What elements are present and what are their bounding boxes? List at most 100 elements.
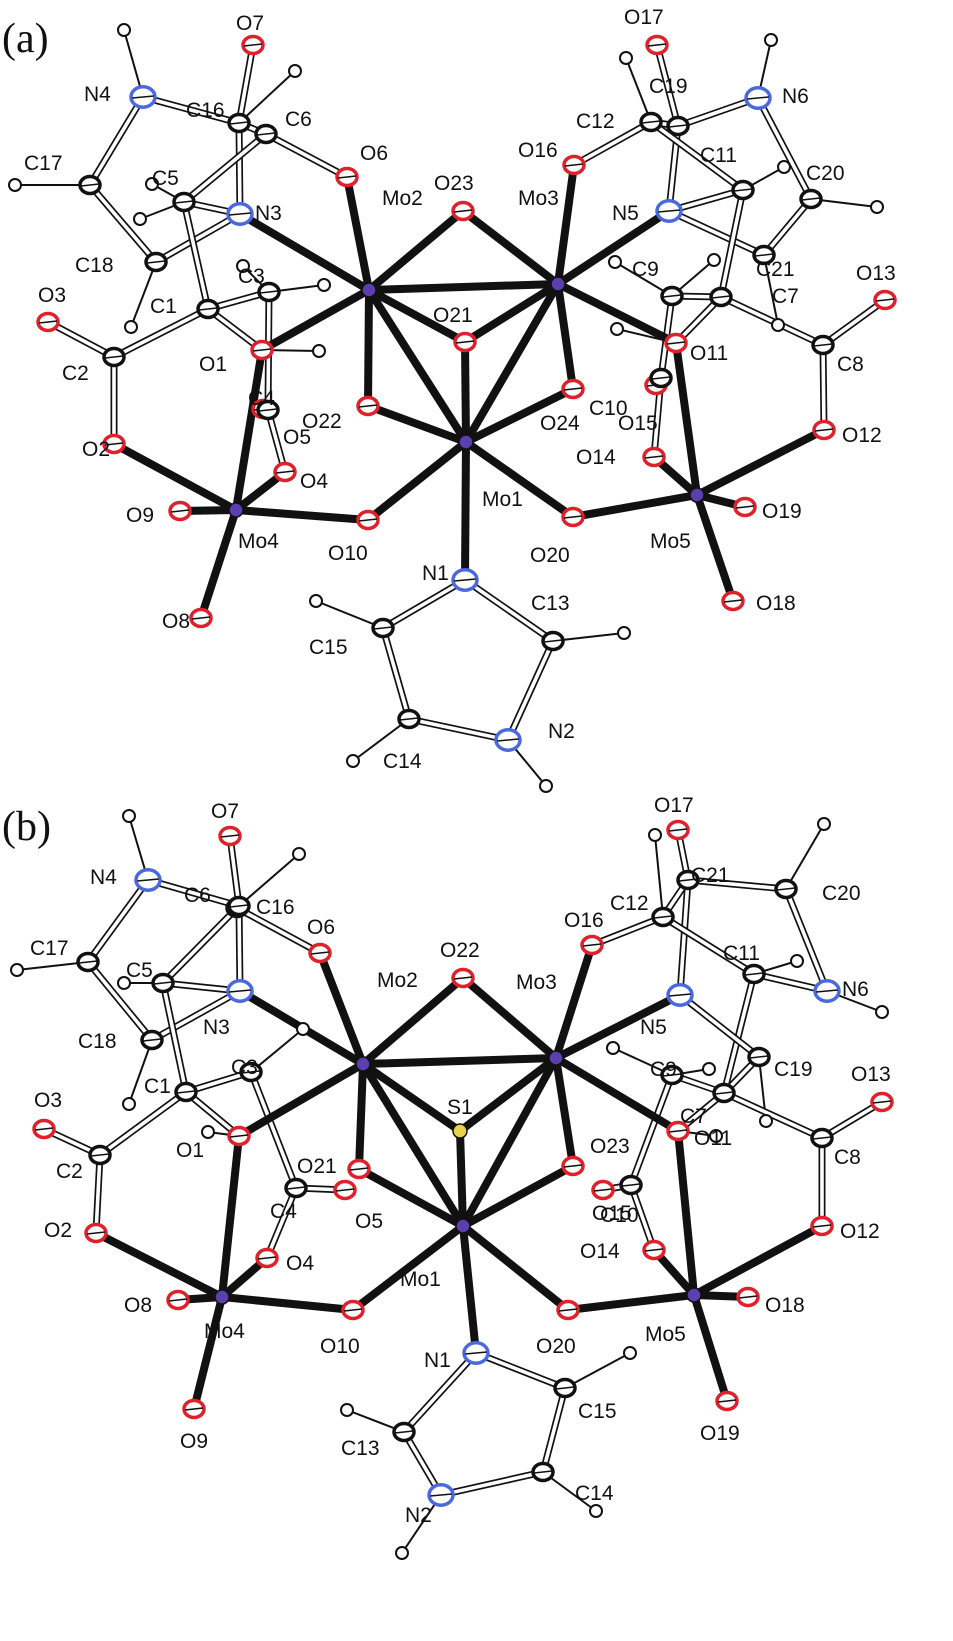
panel-b-atom-c10 bbox=[619, 1174, 643, 1196]
panel-a-bond-c7-c8 bbox=[717, 293, 827, 349]
panel-a-hydrogen-atom bbox=[870, 200, 884, 214]
panel-a-atom-c2 bbox=[102, 346, 126, 368]
panel-b-label-n3: N3 bbox=[203, 1016, 230, 1039]
panel-b-label-c21: C21 bbox=[691, 864, 730, 887]
panel-b-atom-o3 bbox=[32, 1118, 56, 1140]
panel-b-atom-c12 bbox=[651, 906, 675, 928]
panel-a-bond-mo2-o23 bbox=[365, 207, 467, 294]
panel-a-label-c21: C21 bbox=[756, 258, 795, 281]
panel-b-hydrogen-atom bbox=[875, 1005, 889, 1019]
panel-a-label-c18: C18 bbox=[75, 254, 114, 277]
panel-a-atom-c15 bbox=[371, 617, 395, 639]
panel-b-atom-c5 bbox=[151, 972, 175, 994]
panel-a-bond-c20-c21 bbox=[760, 195, 815, 259]
panel-a-hydrogen-atom bbox=[288, 64, 302, 78]
panel-b-h-bond-c17 bbox=[16, 961, 89, 971]
panel-b-label-n6: N6 bbox=[842, 978, 869, 1001]
panel-b-bond-c20-c21 bbox=[684, 876, 790, 893]
panel-a-label-o17: O17 bbox=[624, 6, 664, 29]
panel-b-atom-n4 bbox=[134, 868, 162, 892]
panel-a-bond-mo2-mo1 bbox=[365, 286, 470, 446]
panel-a-tag: (a) bbox=[2, 16, 49, 62]
panel-b-bond-mo2-s1 bbox=[359, 1060, 464, 1135]
panel-a-label-o1: O1 bbox=[199, 353, 227, 376]
panel-a-bond-c1-o1 bbox=[204, 305, 266, 354]
panel-b-atom-mo1 bbox=[455, 1218, 471, 1234]
panel-b-bond-c12-o16 bbox=[588, 913, 667, 949]
panel-a-label-o18: O18 bbox=[756, 592, 796, 615]
panel-a-bond-c16-o7 bbox=[235, 41, 257, 127]
panel-b-label-n1: N1 bbox=[424, 1349, 451, 1372]
panel-a-atom-o23 bbox=[451, 200, 475, 222]
panel-a-atom-c21 bbox=[752, 244, 776, 266]
panel-a-bond-mo5-o12 bbox=[693, 426, 828, 499]
panel-a-label-c20: C20 bbox=[806, 162, 845, 185]
panel-b-atom-o14 bbox=[642, 1239, 666, 1261]
panel-a-label-n6: N6 bbox=[782, 85, 809, 108]
panel-b-atom-c15 bbox=[553, 1377, 577, 1399]
panel-a-atom-c12 bbox=[639, 111, 663, 133]
panel-a-bond-c18-n3 bbox=[152, 210, 244, 266]
panel-b-bond-s1-mo1 bbox=[456, 1127, 467, 1230]
panel-a-label-mo4: Mo4 bbox=[238, 530, 279, 553]
panel-a-label-o4: O4 bbox=[300, 470, 328, 493]
panel-a-hydrogen-atom bbox=[317, 278, 331, 292]
panel-a-atom-o12 bbox=[812, 419, 836, 441]
panel-a-atom-mo5 bbox=[689, 487, 705, 503]
panel-b-label-mo1: Mo1 bbox=[400, 1268, 441, 1291]
panel-b-label-c17: C17 bbox=[30, 937, 69, 960]
panel-b-bond-c3-c4 bbox=[247, 1068, 300, 1192]
panel-b-atom-o7 bbox=[218, 825, 242, 847]
panel-a-h-bond-c16 bbox=[238, 70, 296, 124]
panel-b-bond-mo2-mo1 bbox=[359, 1060, 467, 1230]
panel-b-bond-mo4-o1 bbox=[218, 1132, 243, 1301]
panel-a-label-mo2: Mo2 bbox=[382, 187, 423, 210]
panel-b-bond-mo2-o6 bbox=[316, 949, 367, 1068]
panel-a-bond-o22-mo1 bbox=[364, 402, 470, 446]
panel-b-label-c5: C5 bbox=[126, 959, 153, 982]
panel-b-bond-c9-c10 bbox=[627, 1071, 676, 1189]
panel-b-label-c14: C14 bbox=[575, 1482, 614, 1505]
panel-b-label-o8: O8 bbox=[124, 1294, 152, 1317]
panel-a-atom-o18 bbox=[721, 590, 745, 612]
panel-b-atom-c9 bbox=[660, 1064, 684, 1086]
panel-b-atom-n5 bbox=[666, 983, 694, 1007]
panel-a-atom-o1 bbox=[250, 339, 274, 361]
panel-b-hydrogen-atom bbox=[201, 1125, 215, 1139]
panel-a-hydrogen-atom bbox=[764, 33, 778, 47]
panel-b-label-o22: O22 bbox=[440, 939, 480, 962]
panel-b-bond-mo3-mo1 bbox=[459, 1054, 560, 1230]
panel-a-label-o21: O21 bbox=[433, 304, 473, 327]
panel-a-label-c8: C8 bbox=[837, 353, 864, 376]
panel-a-bond-n4-c16 bbox=[139, 93, 243, 127]
panel-b-bond-n4-c17 bbox=[84, 876, 152, 966]
panel-a-label-c5: C5 bbox=[152, 167, 179, 190]
panel-a-bond-mo1-o20 bbox=[462, 438, 577, 521]
panel-b-bond-c14-c15 bbox=[539, 1384, 569, 1476]
panel-a-label-c14: C14 bbox=[383, 750, 422, 773]
panel-a-h-bond-c14 bbox=[352, 718, 410, 762]
panel-a-label-o23: O23 bbox=[434, 172, 474, 195]
panel-a-label-o9: O9 bbox=[126, 504, 154, 527]
panel-a-label-c3: C3 bbox=[238, 265, 265, 288]
panel-a-atom-o3 bbox=[36, 311, 60, 333]
panel-b-bond-mo5-o11 bbox=[674, 1127, 698, 1299]
panel-a-bond-mo3-o11 bbox=[554, 280, 680, 347]
panel-a-hydrogen-atom bbox=[312, 344, 326, 358]
panel-b-bond-c10-o14 bbox=[627, 1181, 658, 1254]
panel-a-label-c16: C16 bbox=[186, 99, 225, 122]
panel-b-label-o10: O10 bbox=[320, 1335, 360, 1358]
panel-b-h-bond-c15 bbox=[564, 1352, 631, 1389]
panel-b-atom-mo5 bbox=[686, 1287, 702, 1303]
panel-b-atom-o20 bbox=[556, 1299, 580, 1321]
panel-b-label-o17: O17 bbox=[654, 794, 694, 817]
panel-a-label-n1: N1 bbox=[422, 562, 449, 585]
panel-b-bond-mo1-o10 bbox=[349, 1222, 467, 1314]
panel-b-label-o6: O6 bbox=[307, 916, 335, 939]
panel-a-bond-o10-mo4 bbox=[232, 506, 372, 524]
panel-a-atom-o24 bbox=[561, 378, 585, 400]
panel-b-hydrogen-atom bbox=[122, 1097, 136, 1111]
panel-b-bond-o10-mo4 bbox=[218, 1293, 357, 1314]
panel-b-atom-o2 bbox=[84, 1222, 108, 1244]
